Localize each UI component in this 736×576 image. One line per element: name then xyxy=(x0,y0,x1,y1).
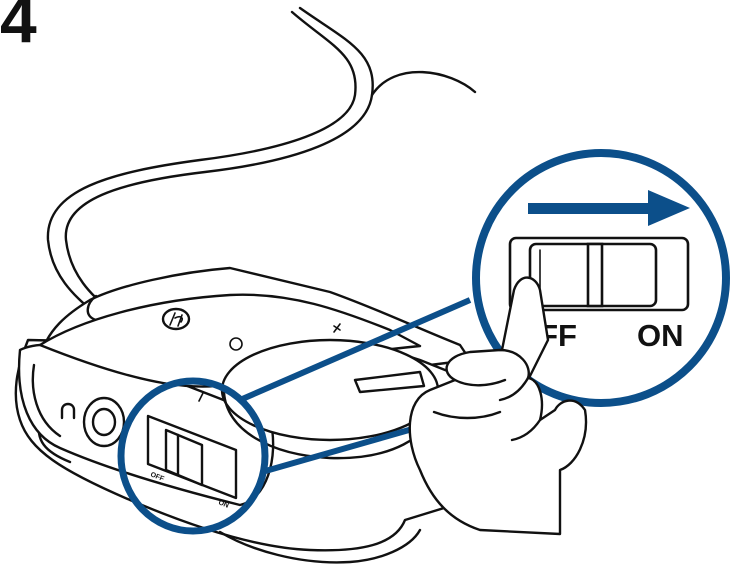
slide-right-arrow-icon xyxy=(528,190,690,226)
highlight-circle xyxy=(117,377,269,535)
device-switch-on-label: ON xyxy=(217,499,229,509)
headphone-jack xyxy=(82,396,126,448)
zoom-switch-on-label: ON xyxy=(637,318,684,353)
webcam-body xyxy=(14,266,472,564)
device-power-switch: OFF ON xyxy=(146,414,238,510)
zoom-power-switch: OFF ON xyxy=(508,236,690,353)
pointing-hand-icon xyxy=(408,348,588,536)
step-number: 4 xyxy=(0,0,37,56)
headphone-icon xyxy=(60,402,76,420)
hp-logo-icon xyxy=(161,307,191,331)
usb-cable xyxy=(46,6,477,320)
